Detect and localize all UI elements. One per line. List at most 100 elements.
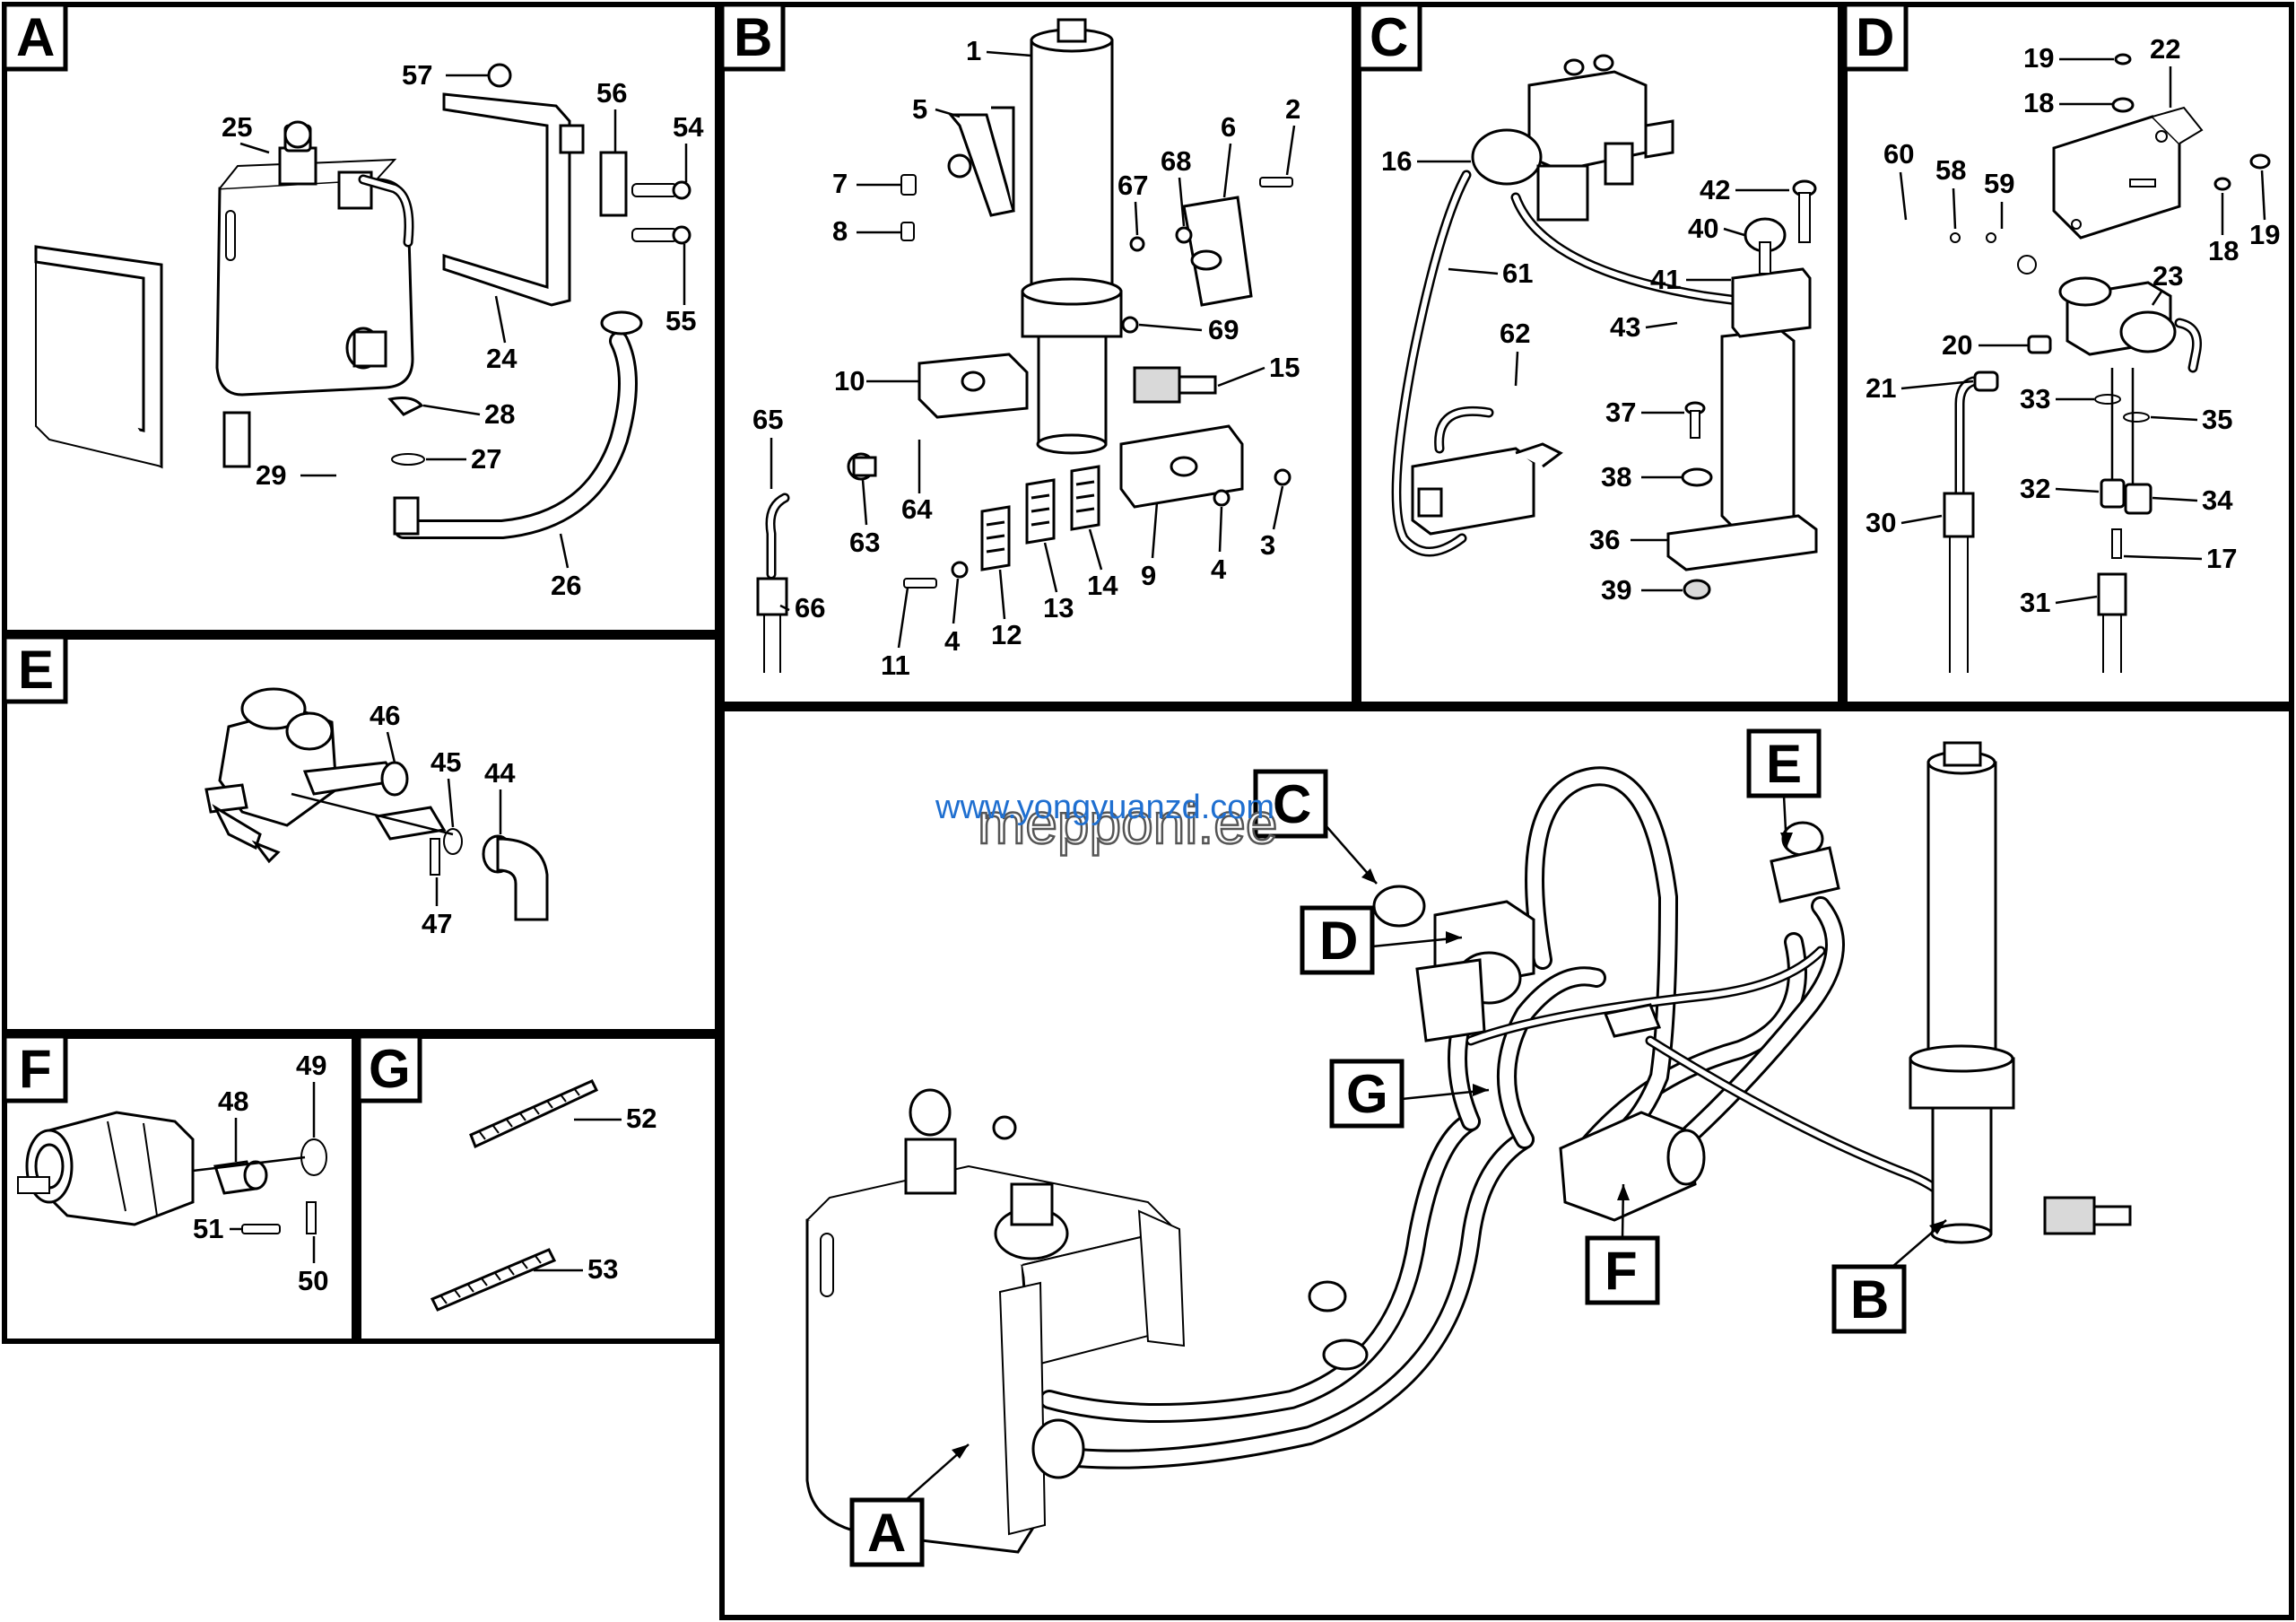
callout-48: 48 — [218, 1086, 248, 1117]
panel-g-drawing — [430, 1079, 599, 1312]
panel-f-drawing — [17, 1111, 327, 1234]
callout-34: 34 — [2202, 484, 2233, 516]
watermark-line2: mepponi.ee — [978, 791, 1277, 856]
callout-39: 39 — [1601, 574, 1631, 606]
shim-12 — [980, 505, 1011, 571]
watermark: mepponi.ee www.yongyuanzd.com — [935, 789, 1279, 857]
callout-8: 8 — [832, 215, 848, 247]
callout-6: 6 — [1221, 111, 1236, 143]
callout-29: 29 — [256, 459, 286, 491]
callout-52: 52 — [626, 1103, 657, 1134]
callout-64: 64 — [901, 493, 933, 525]
callout-11: 11 — [881, 650, 910, 681]
callout-17: 17 — [2206, 543, 2237, 574]
callout-67: 67 — [1118, 170, 1148, 201]
callout-49: 49 — [296, 1050, 326, 1081]
main-overview-drawing — [805, 741, 2132, 1554]
panel-e-drawing — [204, 687, 549, 921]
panel-letter-b: B — [734, 7, 772, 67]
panel-letter-d: D — [1856, 7, 1894, 67]
solenoid-box — [1411, 447, 1535, 536]
callout-55: 55 — [665, 305, 696, 336]
panel-a-drawing — [34, 63, 691, 539]
callout-60: 60 — [1883, 138, 1914, 170]
callout-45: 45 — [430, 746, 461, 778]
main-pump — [1559, 1111, 1697, 1222]
callout-59: 59 — [1984, 168, 2014, 199]
panel-letter-f: F — [19, 1039, 52, 1099]
callout-25: 25 — [222, 111, 252, 143]
callout-47: 47 — [422, 908, 452, 939]
panel-c-callouts: 16 61 62 42 40 41 43 37 38 36 39 — [1381, 145, 1789, 606]
callout-62: 62 — [1500, 318, 1530, 349]
overview-label-b: B — [1850, 1269, 1889, 1330]
callout-5: 5 — [912, 93, 927, 125]
callout-35: 35 — [2202, 404, 2232, 435]
callout-14: 14 — [1087, 570, 1118, 601]
panel-e-callouts: 46 45 44 47 — [370, 700, 516, 939]
callout-66: 66 — [795, 592, 825, 624]
callout-42: 42 — [1700, 174, 1730, 205]
callout-28: 28 — [484, 398, 515, 430]
callout-27: 27 — [471, 443, 501, 475]
panel-d-frame — [1842, 2, 2294, 707]
callout-44: 44 — [484, 757, 516, 789]
stand-36 — [1720, 328, 1796, 531]
panel-e-frame — [2, 634, 720, 1034]
callout-56: 56 — [596, 77, 627, 109]
callout-22: 22 — [2150, 33, 2180, 65]
overview-label-e: E — [1766, 734, 1802, 794]
callout-18b: 18 — [2208, 235, 2239, 266]
panel-letter-tags: A B C D E F G — [2, 2, 1909, 1103]
callout-15: 15 — [1269, 352, 1300, 383]
callout-20: 20 — [1942, 329, 1972, 361]
callout-33: 33 — [2020, 383, 2050, 414]
callout-16: 16 — [1381, 145, 1412, 177]
panel-d-callouts: 19 22 18 60 58 59 18 19 23 20 21 33 35 3… — [1866, 33, 2280, 618]
callout-68: 68 — [1161, 145, 1191, 177]
callout-26: 26 — [551, 570, 581, 601]
shim-14 — [1070, 465, 1100, 531]
callout-4b: 4 — [1211, 554, 1227, 585]
callout-36: 36 — [1589, 524, 1620, 555]
main-cylinder — [1926, 761, 1997, 1060]
callout-1: 1 — [966, 35, 981, 66]
callout-2: 2 — [1285, 93, 1300, 125]
panel-letter-g: G — [369, 1039, 411, 1099]
panel-c-drawing — [1391, 54, 1818, 600]
overview-label-g: G — [1346, 1064, 1388, 1124]
panel-a-callouts: 25 57 56 54 55 24 28 27 29 26 — [222, 59, 704, 601]
callout-18: 18 — [2023, 87, 2054, 118]
callout-38: 38 — [1601, 461, 1631, 493]
callout-69: 69 — [1208, 314, 1239, 345]
panel-g-callouts: 52 53 — [534, 1103, 657, 1285]
watermark-line1: www.yongyuanzd.com — [935, 789, 1274, 826]
callout-41: 41 — [1650, 264, 1681, 295]
callout-57: 57 — [402, 59, 432, 91]
panel-f-callouts: 48 49 51 50 — [193, 1050, 328, 1296]
panel-letter-e: E — [18, 640, 54, 700]
panel-d-drawing — [1943, 53, 2271, 673]
callout-31: 31 — [2020, 587, 2050, 618]
callout-24: 24 — [486, 343, 517, 374]
shim-13 — [1025, 478, 1056, 545]
callout-51: 51 — [193, 1213, 223, 1244]
callout-3: 3 — [1260, 529, 1275, 561]
pump-body — [48, 1111, 195, 1226]
overview-label-f: F — [1605, 1241, 1638, 1301]
overview-labels: C D E G F B A — [849, 728, 1947, 1567]
panel-letter-c: C — [1370, 7, 1408, 67]
callout-21: 21 — [1866, 372, 1896, 404]
callout-61: 61 — [1502, 257, 1533, 289]
callout-12: 12 — [991, 619, 1022, 650]
callout-19: 19 — [2023, 42, 2054, 74]
tank-strap-right — [442, 92, 571, 307]
callout-37: 37 — [1605, 397, 1636, 428]
callout-23: 23 — [2152, 260, 2183, 292]
callout-10: 10 — [834, 365, 865, 397]
callout-7: 7 — [832, 168, 848, 199]
callout-30: 30 — [1866, 507, 1896, 538]
callout-4: 4 — [944, 625, 961, 657]
overview-label-a: A — [867, 1503, 906, 1563]
